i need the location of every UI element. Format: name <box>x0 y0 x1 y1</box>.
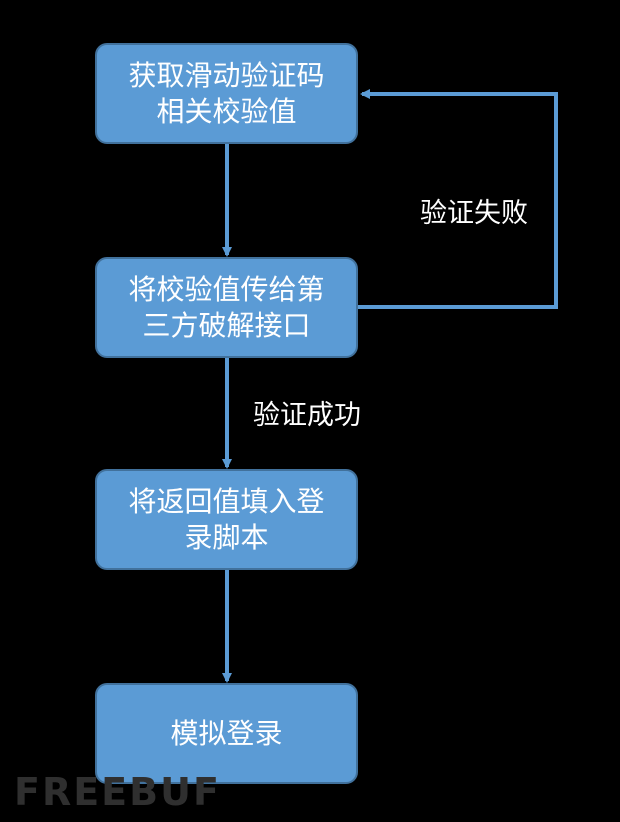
edge-label-verify-failed: 验证失败 <box>420 198 528 229</box>
step-1-line-1: 获取滑动验证码 <box>128 58 325 92</box>
step-send-to-crack-api: 将校验值传给第 三方破解接口 <box>95 257 358 358</box>
step-simulate-login: 模拟登录 <box>95 683 358 784</box>
step-3-line-1: 将返回值填入登 <box>128 484 325 518</box>
arrow-retry-loop <box>358 89 558 309</box>
step-2-line-1: 将校验值传给第 <box>128 272 325 306</box>
edge-label-verify-success: 验证成功 <box>253 400 361 431</box>
step-get-slider-captcha-values: 获取滑动验证码 相关校验值 <box>95 43 358 144</box>
step-3-line-2: 录脚本 <box>184 520 269 554</box>
watermark-logo: FREEBUF <box>14 770 221 814</box>
step-4-line-1: 模拟登录 <box>170 716 283 750</box>
step-fill-login-script: 将返回值填入登 录脚本 <box>95 469 358 570</box>
step-2-line-2: 三方破解接口 <box>142 308 311 342</box>
step-1-line-2: 相关校验值 <box>156 94 297 128</box>
